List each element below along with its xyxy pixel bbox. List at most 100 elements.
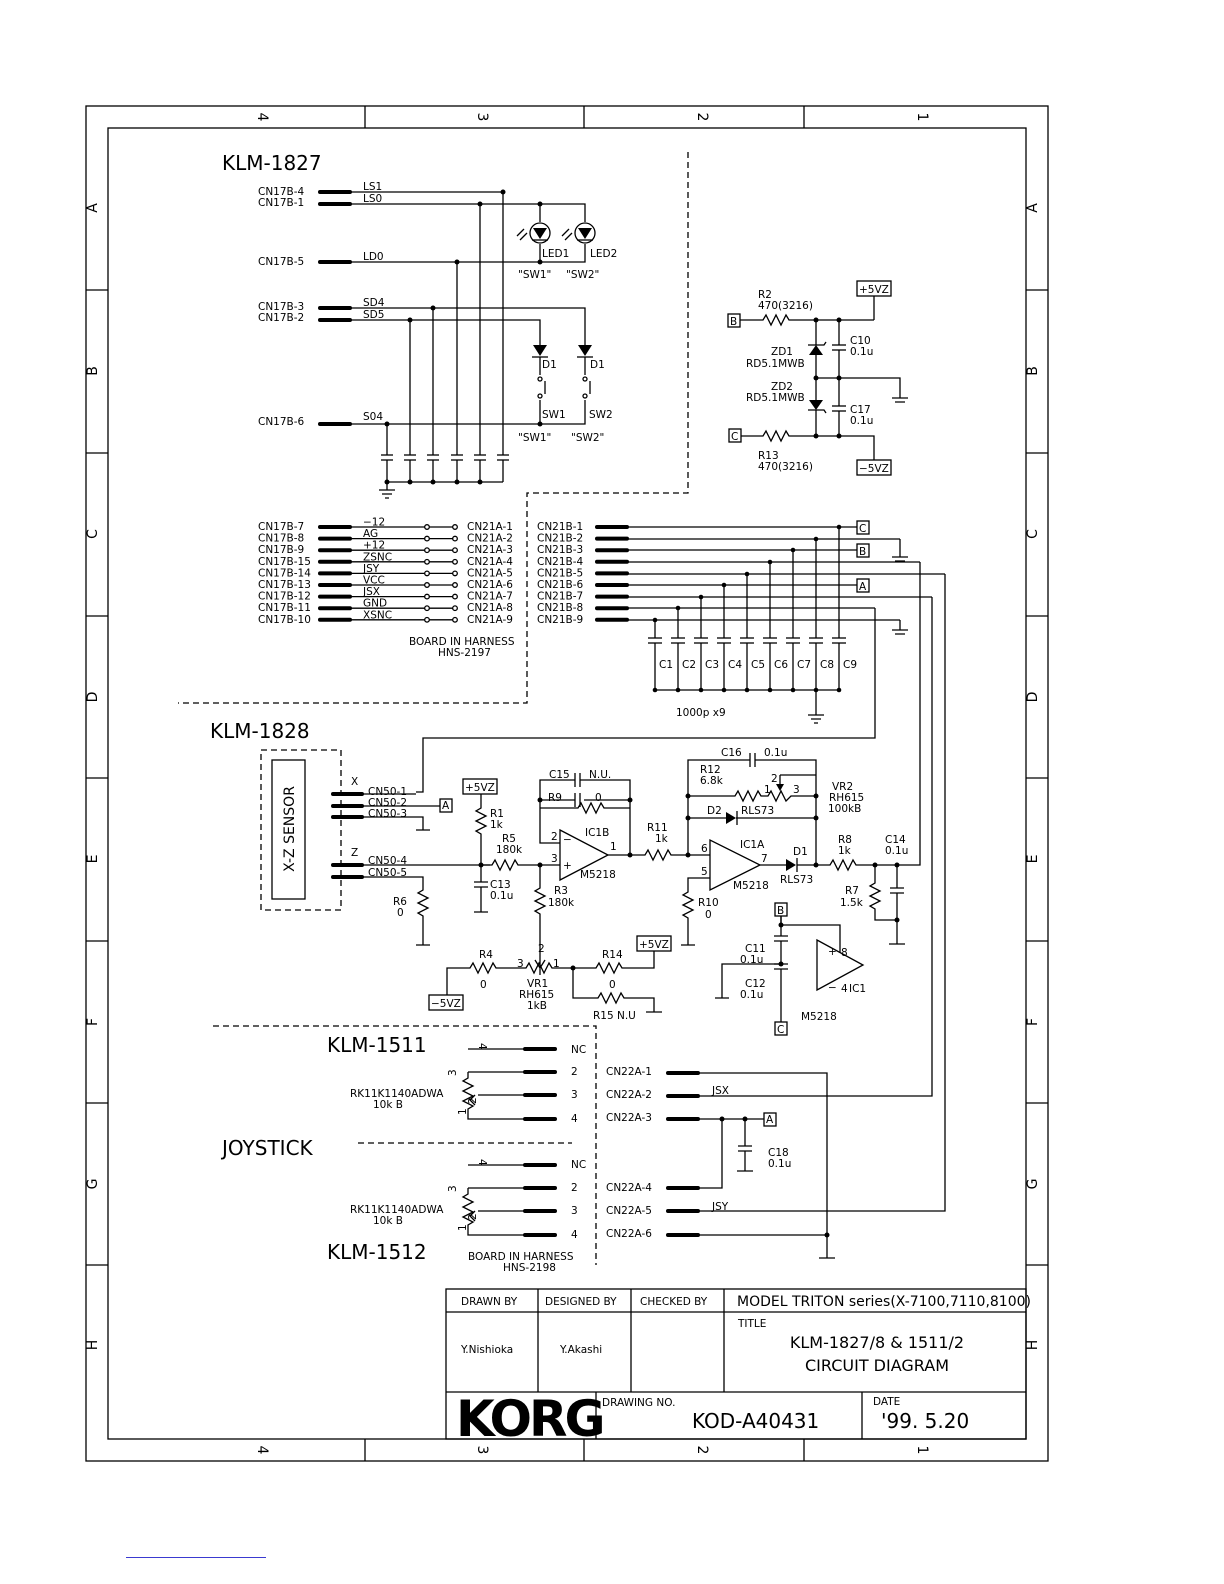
harness-mid-pin: CN21A-1 — [467, 521, 513, 533]
net-flag-c: C — [731, 431, 738, 443]
net-flag-m5vz: −5VZ — [859, 463, 889, 475]
ic1-model: M5218 — [801, 1011, 837, 1023]
harness-right-pin: CN21B-6 — [537, 579, 584, 591]
r7-label: R7 — [845, 885, 859, 897]
ic1-plus: + — [828, 946, 837, 958]
cap-label: C5 — [751, 659, 765, 671]
c13-label: C13 — [490, 879, 511, 891]
d1a-label: D1 — [542, 359, 557, 371]
pin-label: CN17B-3 — [258, 301, 304, 313]
ic1-flag-c: C — [777, 1024, 784, 1036]
vr1-pin1: 1 — [553, 958, 560, 970]
row-label-left: A — [85, 203, 101, 213]
net-flag-a-joy: A — [766, 1114, 774, 1126]
cap-label: C7 — [797, 659, 811, 671]
d1b-label: D1 — [590, 359, 605, 371]
c17-label: C17 — [850, 404, 871, 416]
row-label-right: H — [1025, 1340, 1041, 1351]
sw1-label: SW1 — [542, 409, 566, 421]
ic1-pin8: 8 — [841, 947, 848, 959]
r7-value: 1.5k — [840, 897, 864, 909]
harness-net: +12 — [363, 540, 385, 552]
harness-terminal — [424, 593, 430, 600]
harness-mid-pin: CN21A-4 — [467, 556, 513, 568]
cap-label: C4 — [728, 659, 742, 671]
col-label-top: 4 — [254, 113, 270, 122]
r6-value: 0 — [397, 907, 404, 919]
led1-label: LED1 — [542, 248, 569, 260]
r5-label: R5 — [502, 833, 516, 845]
jsy-label: JSY — [711, 1201, 729, 1213]
c18-value: 0.1u — [768, 1158, 791, 1170]
cap-bank-value: 1000p x9 — [676, 707, 726, 719]
pin-label: CN17B-4 — [258, 186, 305, 198]
pot1-part: RK11K1140ADWA — [350, 1088, 444, 1100]
net-flag-p5vz: +5VZ — [859, 284, 889, 296]
frame-row-labels: A B C D E F G H A B C D E F G H — [85, 203, 1041, 1350]
board-title-joystick: JOYSTICK — [220, 1136, 314, 1160]
harness-net: JSX — [362, 586, 380, 598]
harness-note-line1: BOARD IN HARNESS — [409, 636, 515, 648]
junction-dot — [836, 524, 842, 530]
pin-label: CN17B-2 — [258, 312, 304, 324]
harness-terminal — [452, 547, 458, 554]
harness-mid-pin: CN21A-3 — [467, 544, 513, 556]
cn-pin: 2 — [571, 1182, 578, 1194]
r12-label: R12 — [700, 764, 721, 776]
title-line2: CIRCUIT DIAGRAM — [805, 1356, 949, 1375]
designed-by-label: DESIGNED BY — [545, 1296, 617, 1308]
ic1b-minus: − — [563, 834, 572, 846]
harness-net: −12 — [363, 517, 385, 529]
harness-mid-pin: CN21A-2 — [467, 533, 513, 545]
row-label-right: D — [1025, 692, 1041, 703]
drawing-no-value: KOD-A40431 — [692, 1409, 819, 1433]
harness-mid-pin: CN21A-7 — [467, 591, 513, 603]
col-label-bottom: 1 — [914, 1446, 930, 1455]
net-flag-b-right: B — [859, 546, 866, 558]
cn22-pin: CN22A-1 — [606, 1066, 652, 1078]
r3-label: R3 — [554, 885, 568, 897]
joystick-pot-y: RK11K1140ADWA 10k B 4 3 1 2 NC 2 3 4 — [350, 1159, 586, 1241]
pot2-pin-4a: 4 — [476, 1159, 488, 1166]
c14-label: C14 — [885, 834, 906, 846]
frame-column-labels: 4 3 2 1 4 3 2 1 — [254, 113, 930, 1455]
title-label: TITLE — [737, 1318, 766, 1330]
r14-value: 0 — [609, 979, 616, 991]
sw2-label: SW2 — [589, 409, 613, 421]
ic1b-pin1: 1 — [610, 841, 617, 853]
harness-right-pin: CN21B-7 — [537, 591, 583, 603]
harness-left-pin: CN17B-14 — [258, 567, 311, 579]
pot1-pin-3: 3 — [447, 1069, 459, 1076]
cn22-pin: CN22A-4 — [606, 1182, 652, 1194]
net-label: SD4 — [363, 297, 385, 309]
sensor-x-label: X — [351, 776, 358, 788]
row-label-left: H — [85, 1340, 101, 1351]
led2-label: LED2 — [590, 248, 617, 260]
d1-label: D1 — [793, 846, 808, 858]
harness-right-pin: CN21B-2 — [537, 533, 583, 545]
footer-link-underline[interactable] — [126, 1557, 266, 1558]
ic1-label: IC1 — [849, 983, 866, 995]
r6-label: R6 — [393, 896, 407, 908]
cn-pin: 3 — [571, 1089, 578, 1101]
board-title-klm1828: KLM-1828 — [210, 719, 310, 743]
drawing-no-label: DRAWING NO. — [602, 1397, 675, 1409]
harness-terminal — [424, 616, 430, 623]
board-title-klm1512: KLM-1512 — [327, 1240, 427, 1264]
c12-value: 0.1u — [740, 989, 763, 1001]
r8-label: R8 — [838, 834, 852, 846]
harness-left-pin: CN17B-9 — [258, 544, 304, 556]
junction-dot — [675, 605, 681, 611]
vr1-label: VR1 — [527, 978, 548, 990]
row-label-left: E — [85, 855, 101, 864]
pot2-value: 10k B — [373, 1215, 403, 1227]
harness-right-pin: CN21B-3 — [537, 544, 583, 556]
d2-label: D2 — [707, 805, 722, 817]
vr2-value: 100kB — [828, 803, 861, 815]
filter-caps — [379, 454, 509, 499]
cn22-pin: CN22A-3 — [606, 1112, 652, 1124]
vr2-pin2: 2 — [771, 773, 778, 785]
joystick-pot-x: RK11K1140ADWA 10k B 4 3 1 2 NC 2 3 4 — [350, 1043, 586, 1125]
row-label-right: E — [1025, 855, 1041, 864]
